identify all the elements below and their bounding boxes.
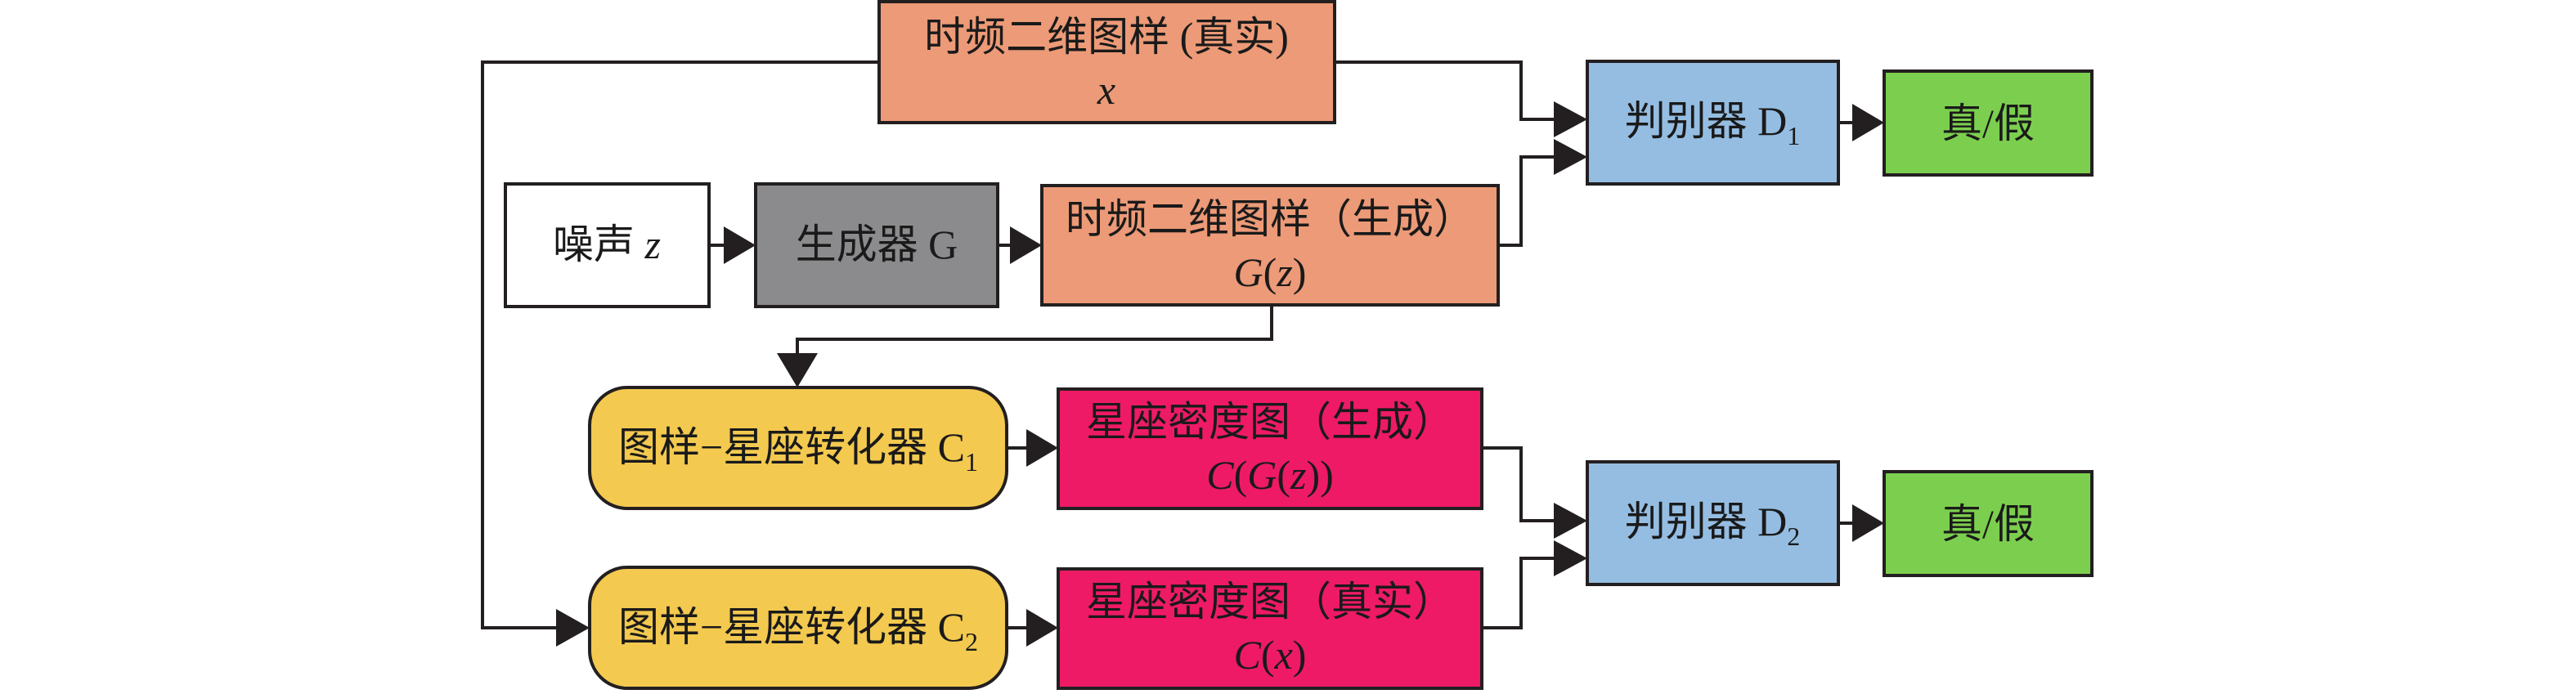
arrowhead-discriminator1-in-top (1554, 101, 1587, 137)
generated-sample-title: 时频二维图样（生成） (1066, 196, 1474, 242)
discriminator-2-label: 判别器 D2 (1625, 499, 1801, 551)
output-2-node: 真/假 (1883, 470, 2094, 577)
generated-sample-box (1040, 184, 1500, 307)
converter-1-text: 图样−星座转化器 C (618, 424, 965, 470)
real-sample-var: x (1097, 67, 1115, 113)
real-sample-node: 时频二维图样 (真实) x (877, 0, 1336, 124)
generator-box (754, 182, 999, 308)
converter-2-label: 图样−星座转化器 C2 (618, 604, 978, 656)
generated-sample-node: 时频二维图样（生成） G(z) (1040, 184, 1500, 307)
discriminator-2-box (1586, 460, 1840, 586)
converter-2-box (588, 566, 1008, 690)
dr-expr-open: ( (1261, 632, 1275, 678)
output-1-box (1883, 69, 2094, 177)
wire-generated-to-converter1 (796, 305, 1273, 353)
density-generated-node: 星座密度图（生成） C(G(z)) (1057, 387, 1483, 510)
density-real-title: 星座密度图（真实） (1086, 579, 1454, 625)
arrowhead-output1-in (1852, 104, 1884, 141)
dr-expr-close: ) (1293, 632, 1307, 678)
discriminator-2-subscript: 2 (1787, 522, 1800, 551)
converter-2-subscript: 2 (965, 627, 978, 656)
output-2-box (1883, 470, 2094, 577)
noise-box (504, 182, 711, 308)
wire-real-to-converter2 (481, 60, 879, 629)
arrowhead-discriminator2-in-bottom (1554, 540, 1587, 576)
arrowhead-converter2-in (556, 609, 590, 647)
generator-label: 生成器 G (796, 222, 958, 267)
output-1-label: 真/假 (1941, 101, 2035, 146)
arrowheads (556, 101, 1884, 647)
generator-node: 生成器 G (754, 182, 999, 308)
arrowhead-output2-in (1852, 504, 1884, 542)
gen-expr-g: G (1234, 249, 1263, 295)
wire-real-to-discriminator1 (1335, 60, 1554, 121)
dg-expr-g: G (1247, 452, 1277, 498)
discriminator-1-label: 判别器 D1 (1625, 98, 1801, 150)
density-real-node: 星座密度图（真实） C(x) (1057, 567, 1483, 690)
converter-1-label: 图样−星座转化器 C1 (618, 424, 978, 477)
wire-generated-to-discriminator1 (1498, 155, 1554, 247)
arrowhead-generated-in (1010, 226, 1042, 264)
real-sample-box (877, 0, 1336, 124)
discriminator-1-text: 判别器 D (1625, 98, 1788, 144)
arrowhead-converter1-in (777, 353, 818, 387)
generated-sample-expr: G(z) (1234, 249, 1307, 295)
real-sample-title: 时频二维图样 (真实) (924, 14, 1289, 60)
discriminator-1-subscript: 1 (1787, 121, 1800, 150)
wire-density-real-to-discriminator2 (1482, 557, 1554, 629)
density-generated-title: 星座密度图（生成） (1086, 399, 1454, 445)
density-real-expr: C(x) (1234, 632, 1307, 678)
noise-node: 噪声 z (504, 182, 711, 308)
dg-expr-close: )) (1306, 452, 1333, 498)
gen-expr-z: z (1276, 249, 1292, 295)
dg-expr-open1: ( (1234, 452, 1248, 498)
arrowhead-discriminator1-in-bottom (1554, 139, 1587, 175)
converter-2-node: 图样−星座转化器 C2 (588, 566, 1008, 690)
converter-1-node: 图样−星座转化器 C1 (588, 386, 1008, 510)
density-real-box (1057, 567, 1483, 690)
connector-lines (481, 60, 1852, 629)
converter-1-subscript: 1 (965, 447, 978, 477)
dr-expr-c: C (1234, 632, 1262, 678)
discriminator-2-text: 判别器 D (1625, 499, 1788, 544)
density-generated-expr: C(G(z)) (1206, 452, 1334, 498)
arrowhead-density-generated-in (1026, 429, 1058, 467)
noise-label: 噪声 z (553, 222, 661, 267)
output-1-node: 真/假 (1883, 69, 2094, 177)
output-2-label: 真/假 (1941, 501, 2035, 547)
discriminator-1-node: 判别器 D1 (1586, 60, 1840, 186)
arrowhead-density-real-in (1026, 609, 1058, 647)
gen-expr-open: ( (1263, 249, 1277, 295)
density-generated-box (1057, 387, 1483, 510)
discriminator-2-node: 判别器 D2 (1586, 460, 1840, 586)
dr-expr-x: x (1274, 632, 1293, 678)
dg-expr-open2: ( (1277, 452, 1290, 498)
arrowhead-discriminator2-in-top (1554, 503, 1587, 539)
dg-expr-c: C (1206, 452, 1234, 498)
discriminator-1-box (1586, 60, 1840, 186)
noise-var: z (644, 222, 661, 267)
converter-1-box (588, 386, 1008, 510)
wire-density-generated-to-discriminator2 (1482, 446, 1554, 522)
dg-expr-z: z (1290, 452, 1306, 498)
noise-label-text: 噪声 (553, 222, 645, 267)
gen-expr-close: ) (1293, 249, 1307, 295)
converter-2-text: 图样−星座转化器 C (618, 604, 965, 650)
arrowhead-generator-in (724, 226, 756, 264)
